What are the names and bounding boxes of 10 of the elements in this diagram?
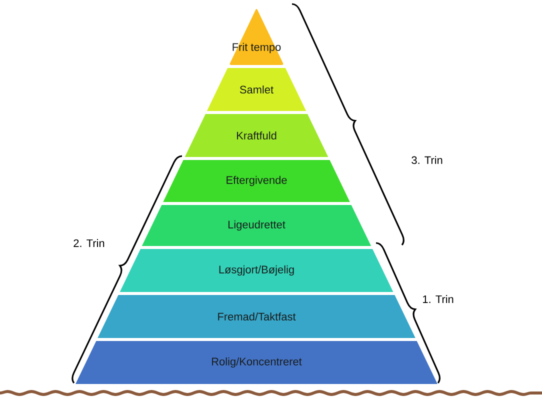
pyramid-level: Fremad/Taktfast (98, 295, 416, 338)
pyramid-level: Løsgjort/Bøjelig (120, 249, 394, 292)
step-label: 2. Trin (74, 239, 104, 247)
pyramid-level: Kraftfuld (184, 114, 328, 157)
pyramid-level: Samlet (206, 68, 306, 111)
step-label: 3. Trin (412, 156, 442, 164)
pyramid-level: Eftergivende (163, 160, 350, 202)
pyramid-level: Rolig/Koncentreret (76, 341, 438, 384)
step-label: 1. Trin (423, 295, 454, 303)
pyramid-level: Ligeudrettet (142, 205, 372, 246)
